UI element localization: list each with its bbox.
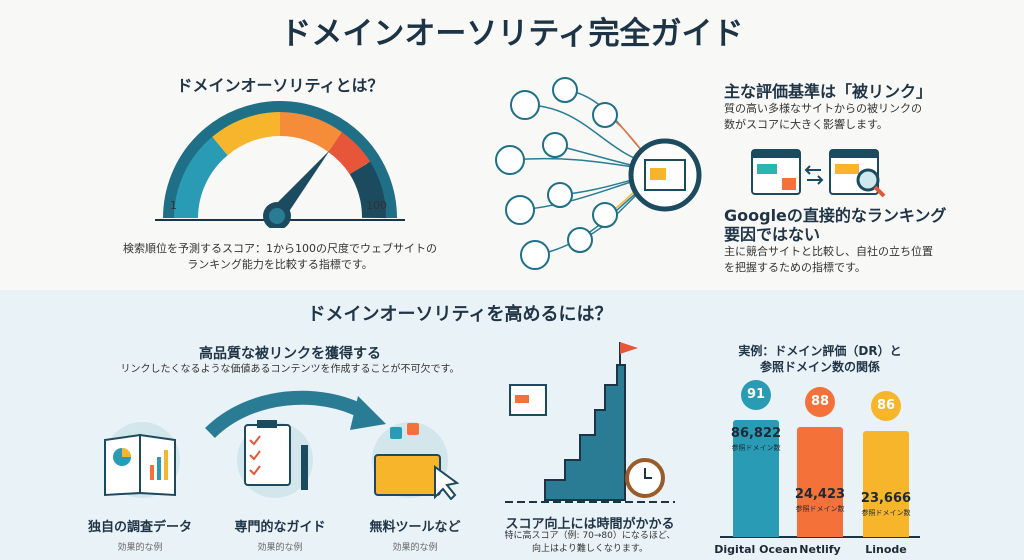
category-label: Digital Ocean	[714, 543, 798, 556]
staircase-icon	[505, 342, 675, 503]
top-section	[0, 0, 1024, 290]
not-factor-desc: 主に競合サイトと比較し、自社の立ち位置を把握するための指標です。	[724, 245, 933, 274]
bar-0	[733, 419, 779, 537]
backlink-network-icon	[495, 77, 702, 270]
example-1: 独自の調査データ効果的な例	[87, 520, 192, 553]
dr-label: 86	[871, 391, 901, 422]
toolbox-icon	[372, 422, 460, 500]
what-heading: ドメインオーソリティとは？	[176, 76, 384, 95]
example-2: 専門的なガイド効果的な例	[234, 520, 326, 553]
category-label: Linode	[865, 543, 907, 556]
what-desc: 検索順位を予測するスコア：1から100の尺度でウェブサイトのランキング能力を比較…	[123, 242, 437, 271]
dr-chart: 91 86,822 参照ドメイン数 Digital Ocean 88 24,423 参照ドメ…	[714, 375, 925, 560]
checklist-wrench-icon	[237, 420, 313, 498]
referring-domains-unit: 参照ドメイン数	[795, 504, 845, 513]
bar-2	[863, 431, 909, 537]
time-heading: スコア向上には時間がかかる	[505, 517, 675, 532]
criteria-heading: 主な評価基準は「被リンク」	[724, 82, 933, 101]
chart-baseline	[720, 536, 920, 538]
gauge-icon	[155, 101, 405, 228]
chart-title: 実例：ドメイン評価（DR）と参照ドメイン数の関係	[738, 344, 902, 374]
category-label: Netlify	[799, 543, 841, 556]
referring-domains-value: 86,822	[730, 425, 782, 441]
site-compare-icon	[751, 149, 886, 198]
improve-heading: ドメインオーソリティを高めるには？	[307, 304, 613, 325]
referring-domains-value: 23,666	[860, 491, 912, 507]
backlinks-heading: 高品質な被リンクを獲得する	[199, 346, 381, 362]
gauge-min: 1	[170, 199, 177, 212]
page-title: ドメインオーソリティ完全ガイド	[280, 16, 744, 52]
bottom-section	[0, 290, 1024, 560]
referring-domains-unit: 参照ドメイン数	[731, 443, 781, 452]
bar-1	[797, 426, 843, 537]
time-desc: 特に高スコア（例: 70→80）になるほど、向上はより難しくなります。	[504, 531, 676, 554]
backlinks-desc: リンクしたくなるような価値あるコンテンツを作成することが不可欠です。	[120, 364, 460, 375]
example-3: 無料ツールなど効果的な例	[369, 520, 461, 553]
book-chart-icon	[104, 422, 180, 498]
gauge-max: 100	[366, 199, 387, 212]
not-factor-heading: Googleの直接的なランキング要因ではない	[724, 206, 947, 244]
dr-label: 91	[741, 379, 771, 410]
dr-label: 88	[805, 386, 835, 417]
referring-domains-value: 24,423	[794, 486, 846, 502]
referring-domains-unit: 参照ドメイン数	[861, 509, 911, 518]
criteria-desc: 質の高い多様なサイトからの被リンクの数がスコアに大きく影響します。	[724, 102, 922, 131]
arrow-icon	[205, 390, 386, 438]
